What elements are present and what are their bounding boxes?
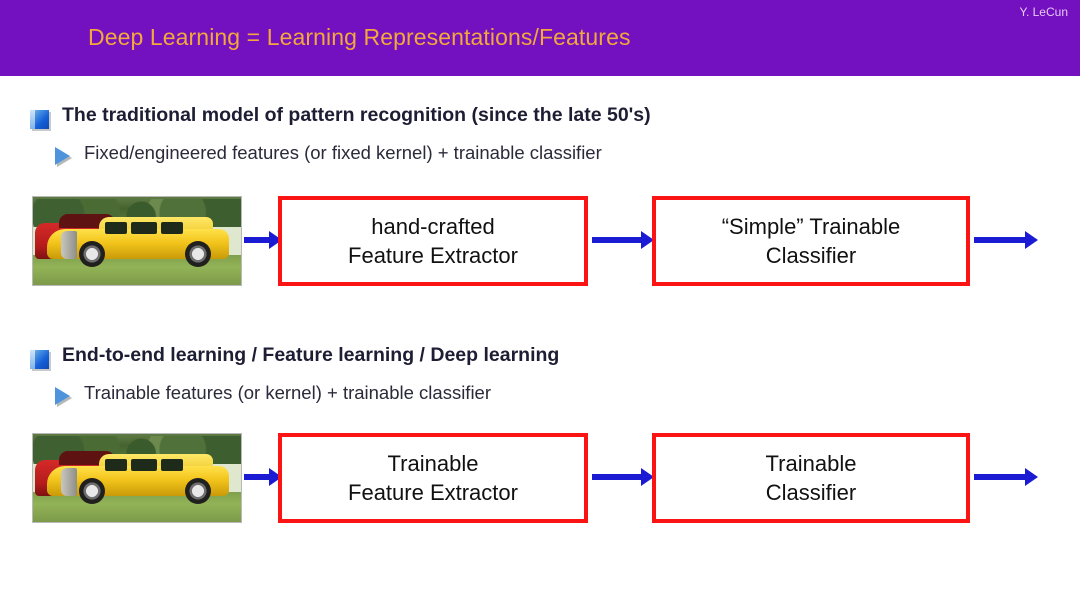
photo-yellow-car — [47, 217, 231, 267]
photo-car-grille — [61, 231, 77, 259]
square-bullet-icon — [30, 110, 49, 129]
author-watermark: Y. LeCun — [1019, 5, 1069, 19]
photo-car-window — [105, 222, 127, 234]
box-line-2: Classifier — [765, 480, 857, 505]
pipeline-traditional: hand-crafted Feature Extractor “Simple” … — [0, 193, 1080, 293]
input-image-photo — [32, 433, 242, 523]
photo-car-grille — [61, 468, 77, 496]
photo-car-window — [131, 459, 157, 471]
section-subheading-text: Trainable features (or kernel) + trainab… — [84, 382, 492, 403]
square-bullet-icon — [30, 350, 49, 369]
box-line-2: Feature Extractor — [348, 243, 518, 268]
slide-title-banner: Deep Learning = Learning Representations… — [0, 0, 1080, 76]
box-line-1: Trainable — [387, 450, 479, 476]
arrow-image-to-extractor — [244, 468, 282, 486]
section-heading-row: End-to-end learning / Feature learning /… — [0, 344, 1080, 374]
photo-car-window — [161, 459, 183, 471]
arrow-classifier-output — [974, 231, 1038, 249]
box-classifier: Trainable Classifier — [652, 433, 970, 523]
photo-yellow-car — [47, 454, 231, 504]
box-feature-extractor: Trainable Feature Extractor — [278, 433, 588, 523]
arrow-extractor-to-classifier — [592, 231, 654, 249]
box-line-1: Trainable — [765, 450, 857, 476]
section-heading-text: End-to-end learning / Feature learning /… — [62, 344, 560, 366]
photo-car-wheel — [79, 241, 105, 267]
section-subheading-row: Trainable features (or kernel) + trainab… — [0, 382, 1080, 412]
section-traditional-model: The traditional model of pattern recogni… — [0, 104, 1080, 172]
triangle-bullet-icon — [55, 147, 70, 165]
pipeline-end-to-end: Trainable Feature Extractor Trainable Cl… — [0, 430, 1080, 530]
photo-car-wheel — [185, 478, 211, 504]
arrow-classifier-output — [974, 468, 1038, 486]
section-heading-row: The traditional model of pattern recogni… — [0, 104, 1080, 134]
box-classifier: “Simple” Trainable Classifier — [652, 196, 970, 286]
photo-car-window — [161, 222, 183, 234]
box-line-1: “Simple” Trainable — [721, 213, 901, 239]
box-line-2: Feature Extractor — [348, 480, 518, 505]
section-subheading-text: Fixed/engineered features (or fixed kern… — [84, 142, 602, 163]
section-heading-text: The traditional model of pattern recogni… — [62, 104, 651, 126]
triangle-bullet-icon — [55, 387, 70, 405]
input-image-photo — [32, 196, 242, 286]
photo-car-wheel — [79, 478, 105, 504]
box-line-1: hand-crafted — [371, 213, 495, 239]
section-subheading-row: Fixed/engineered features (or fixed kern… — [0, 142, 1080, 172]
arrow-extractor-to-classifier — [592, 468, 654, 486]
photo-car-wheel — [185, 241, 211, 267]
box-feature-extractor: hand-crafted Feature Extractor — [278, 196, 588, 286]
box-line-2: Classifier — [765, 243, 857, 268]
slide-title: Deep Learning = Learning Representations… — [88, 24, 631, 50]
section-end-to-end-learning: End-to-end learning / Feature learning /… — [0, 344, 1080, 412]
photo-car-window — [105, 459, 127, 471]
arrow-image-to-extractor — [244, 231, 282, 249]
photo-car-window — [131, 222, 157, 234]
